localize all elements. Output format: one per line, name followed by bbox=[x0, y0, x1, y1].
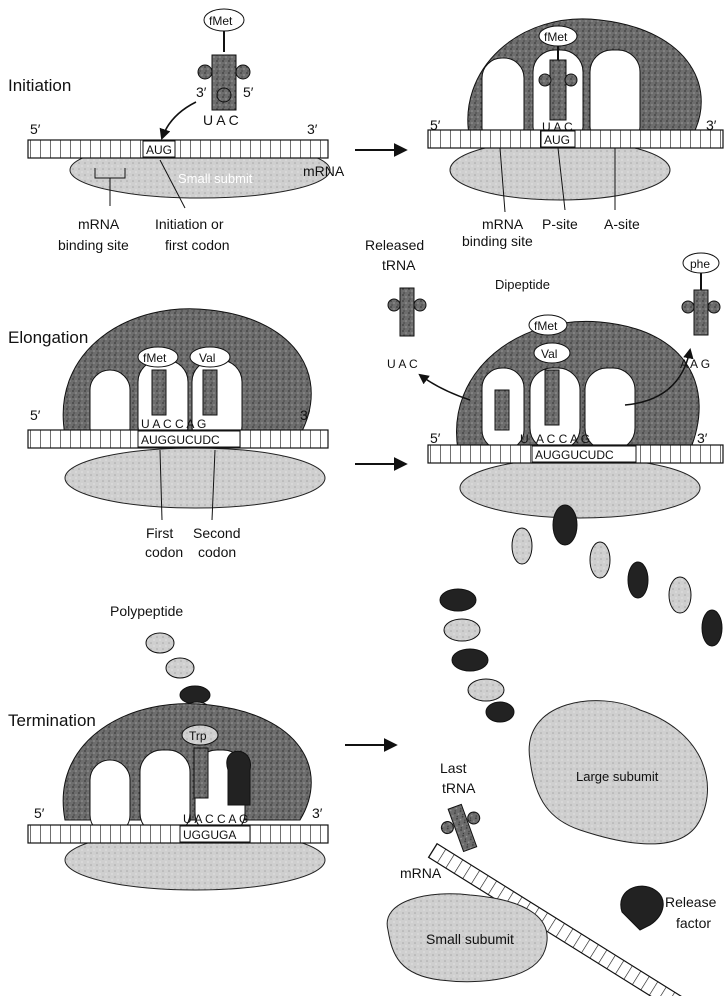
release-factor bbox=[621, 886, 663, 930]
p-site-label: P-site bbox=[542, 216, 578, 232]
last-trna-line2: tRNA bbox=[442, 780, 476, 796]
binding-site-line1: mRNA bbox=[482, 216, 524, 232]
codons: AUGGUCUDC bbox=[535, 448, 614, 462]
released-trna-line2: tRNA bbox=[382, 257, 416, 273]
mrna-3-prime: 3′ bbox=[697, 430, 708, 446]
mrna-3-prime: 3′ bbox=[706, 117, 717, 133]
fmet-label: fMet bbox=[544, 30, 568, 44]
release-factor-line2: factor bbox=[676, 915, 711, 931]
phe-label: phe bbox=[690, 257, 710, 271]
second-codon-line2: codon bbox=[198, 544, 236, 560]
mrna-3-prime: 3′ bbox=[300, 407, 311, 423]
mrna-5-prime: 5′ bbox=[30, 121, 41, 137]
dipeptide-label: Dipeptide bbox=[495, 277, 550, 292]
released-trna bbox=[400, 288, 414, 336]
first-codon-line1: Initiation or bbox=[155, 216, 224, 232]
anticodon: U A C bbox=[542, 120, 573, 134]
small-subunit bbox=[65, 448, 325, 508]
small-subunit-label: Small subumit bbox=[426, 931, 514, 947]
val-label: Val bbox=[199, 351, 215, 365]
first-codon-line2: codon bbox=[145, 544, 183, 560]
mrna-strand bbox=[28, 825, 328, 843]
fmet-label: fMet bbox=[534, 319, 558, 333]
anticodons: U A C C A G bbox=[141, 417, 206, 431]
small-subunit-label: Small submit bbox=[178, 171, 253, 186]
polypeptide-chain bbox=[440, 505, 722, 722]
termination-title: Termination bbox=[8, 711, 96, 730]
trp-label: Trp bbox=[189, 729, 207, 743]
mrna-5-prime: 5′ bbox=[34, 805, 45, 821]
codons: UGGUGA bbox=[183, 828, 236, 842]
mrna-5-prime: 5′ bbox=[430, 117, 441, 133]
initiation-right: AUG fMet U A C 5′ 3′ mRNA binding site P… bbox=[428, 19, 723, 249]
released-trna-line1: Released bbox=[365, 237, 424, 253]
release-factor-line1: Release bbox=[665, 894, 717, 910]
initiation-left: AUG 5′ 3′ Small submit mRNA fMet 3′ 5′ U… bbox=[28, 9, 345, 253]
trna-anticodon: U A C bbox=[203, 112, 239, 128]
mrna-5-prime: 5′ bbox=[30, 407, 41, 423]
codon: AUG bbox=[544, 133, 570, 147]
second-codon-line1: Second bbox=[193, 525, 240, 541]
fmet-label: fMet bbox=[143, 351, 167, 365]
small-subunit bbox=[460, 458, 700, 518]
phe-anticodon: A A G bbox=[680, 357, 710, 371]
mrna-label: mRNA bbox=[400, 865, 442, 881]
anticodons: U A C C A G bbox=[183, 812, 248, 826]
polypeptide-label: Polypeptide bbox=[110, 603, 183, 619]
release-arrow bbox=[420, 375, 470, 400]
binding-site-line2: binding site bbox=[462, 233, 533, 249]
mrna-strand bbox=[28, 140, 328, 158]
incoming-trna bbox=[694, 290, 708, 335]
val-label: Val bbox=[541, 347, 557, 361]
binding-site-line2: binding site bbox=[58, 237, 129, 253]
first-codon-line1: First bbox=[146, 525, 173, 541]
trna-arrow bbox=[162, 102, 196, 138]
mrna-5-prime: 5′ bbox=[430, 430, 441, 446]
binding-site-line1: mRNA bbox=[78, 216, 120, 232]
mrna-3-prime: 3′ bbox=[312, 805, 323, 821]
mrna-3-prime: 3′ bbox=[307, 121, 318, 137]
last-trna-line1: Last bbox=[440, 760, 467, 776]
large-subunit-label: Large subumit bbox=[576, 769, 659, 784]
trna-5-prime: 5′ bbox=[243, 84, 254, 100]
anticodons: A C C A G bbox=[536, 432, 590, 446]
anticodon-u: U bbox=[520, 432, 529, 446]
trna-3-prime: 3′ bbox=[196, 84, 207, 100]
a-site-label: A-site bbox=[604, 216, 640, 232]
start-codon: AUG bbox=[146, 143, 172, 157]
termination-right: Last tRNA Large subumit mRNA Release fac… bbox=[387, 701, 716, 996]
codons: AUGGUCUDC bbox=[141, 433, 220, 447]
elongation-title: Elongation bbox=[8, 328, 88, 347]
first-codon-line2: first codon bbox=[165, 237, 230, 253]
fmet-label: fMet bbox=[209, 14, 233, 28]
released-anticodon: U A C bbox=[387, 357, 418, 371]
termination-left: Polypeptide Trp UGGUGA U A C C A G 5′ 3′ bbox=[28, 603, 328, 890]
elongation-right: Released tRNA U A C Dipeptide fMet Val A… bbox=[365, 237, 723, 518]
initiation-title: Initiation bbox=[8, 76, 71, 95]
release-factor-bound bbox=[227, 751, 251, 805]
mrna-label: mRNA bbox=[303, 163, 345, 179]
